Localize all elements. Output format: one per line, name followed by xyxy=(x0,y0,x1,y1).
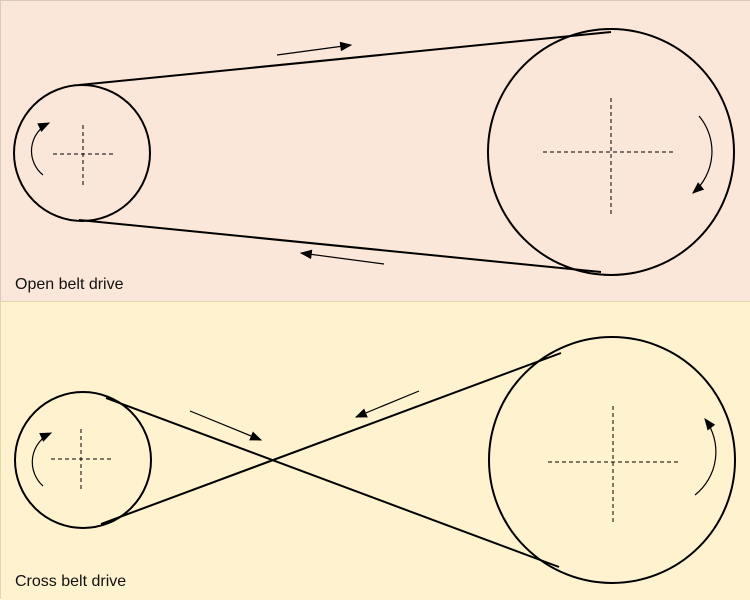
small-pulley-rotation-arrow xyxy=(31,432,53,487)
belt-direction-arrow-b xyxy=(354,390,420,418)
cross-belt-drive-panel xyxy=(0,301,750,600)
open-belt-drive-panel xyxy=(0,0,750,303)
small-pulley xyxy=(14,391,152,529)
belt-cross-segment-a xyxy=(105,397,560,568)
small-pulley-rotation-arrow xyxy=(30,122,51,176)
open-belt-drive-diagram xyxy=(1,1,750,303)
panel-background xyxy=(1,1,750,303)
large-pulley-rotation-arrow xyxy=(694,418,717,496)
belt-lower-segment xyxy=(78,219,602,273)
cross-belt-drive-diagram xyxy=(1,302,750,600)
cross-belt-drive-label: Cross belt drive xyxy=(15,573,127,590)
open-belt-drive-label: Open belt drive xyxy=(15,276,124,293)
belt-upper-direction-arrow xyxy=(276,41,353,56)
belt-direction-arrow-a xyxy=(189,410,263,441)
belt-cross-segment-b xyxy=(100,352,562,525)
large-pulley xyxy=(487,28,735,276)
panel-background xyxy=(1,302,750,600)
large-pulley xyxy=(488,336,736,584)
belt-lower-direction-arrow xyxy=(299,249,385,265)
belt-upper-segment xyxy=(78,31,612,86)
large-pulley-rotation-arrow xyxy=(692,115,713,194)
